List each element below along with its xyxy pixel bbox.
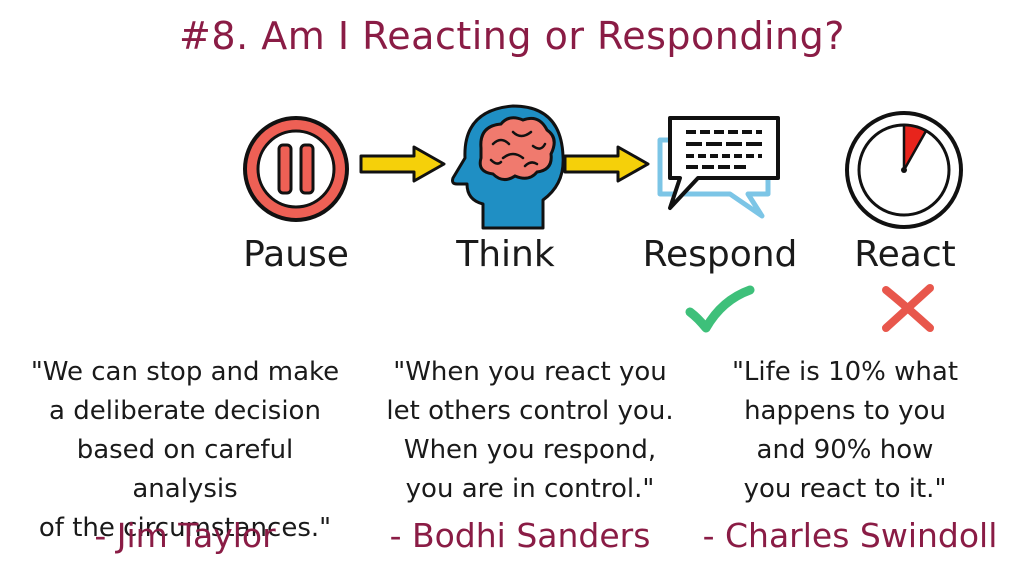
quote-text: "Life is 10% what happens to you and 90%… (731, 357, 959, 504)
page-title: #8. Am I Reacting or Responding? (179, 14, 845, 58)
step-label-pause: Pause (243, 234, 349, 275)
step-label-respond: Respond (642, 234, 798, 275)
arrow-right-icon (563, 145, 650, 183)
cross-icon (882, 284, 934, 332)
checkmark-icon (685, 285, 755, 333)
quote-text: "When you react you let others control y… (386, 357, 674, 504)
speech-bubble-icon (657, 116, 780, 219)
quote-author: - Bodhi Sanders (389, 516, 651, 555)
quote-text: "We can stop and make a deliberate decis… (30, 357, 340, 543)
arrow-right-icon (359, 145, 446, 183)
quote-author: - Charles Swindoll (702, 516, 998, 555)
head-brain-icon (451, 104, 565, 230)
stopwatch-icon (845, 111, 963, 229)
quote-author: - Jim Taylor (94, 516, 276, 555)
step-label-react: React (854, 234, 956, 275)
pause-icon (243, 116, 349, 222)
step-label-think: Think (456, 234, 555, 275)
